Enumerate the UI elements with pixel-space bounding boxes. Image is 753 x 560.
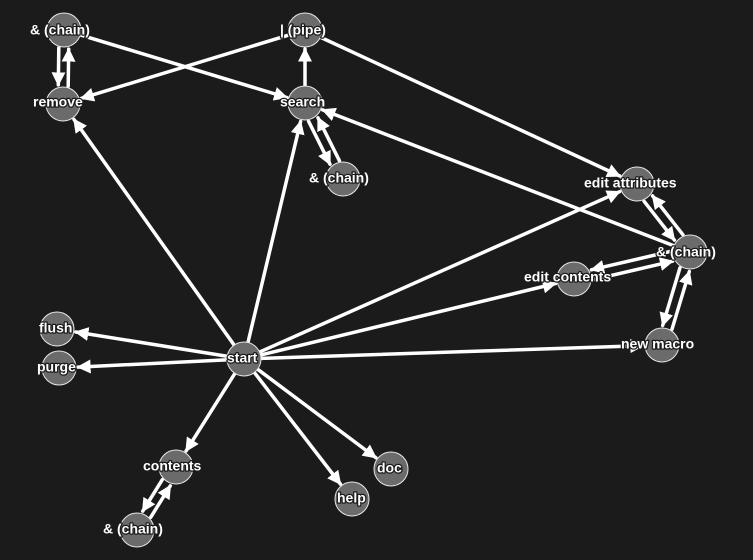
edge-start-to-purge <box>76 358 228 374</box>
node-circle[interactable] <box>287 85 323 121</box>
node-contents[interactable]: contents <box>142 449 203 485</box>
node-doc[interactable]: doc <box>373 451 409 487</box>
node-circle[interactable] <box>556 261 592 297</box>
node-flush[interactable]: flush <box>38 311 75 347</box>
edge-amp3-to-editcont <box>589 249 674 274</box>
node-circle[interactable] <box>41 350 77 386</box>
edge-amp2-to-search <box>316 116 342 163</box>
node-label: & (chain) <box>656 244 716 260</box>
node-amp4[interactable]: & (chain) <box>102 512 164 548</box>
node-label: new macro <box>621 336 694 352</box>
edge-start-to-editcont <box>259 279 558 357</box>
node-label: purge <box>37 359 76 375</box>
edge-amp3-to-editattr <box>650 194 685 237</box>
edge-remove-to-amp1 <box>61 47 76 88</box>
edge-start-to-flush <box>74 327 228 358</box>
node-label: & (chain) <box>103 521 163 537</box>
node-label: edit contents <box>524 269 611 285</box>
edge-editattr-to-amp3 <box>642 199 677 242</box>
edge-amp3-to-newmacro <box>659 266 682 328</box>
node-label: doc <box>377 460 402 476</box>
node-label: flush <box>39 320 72 336</box>
node-label: contents <box>143 458 202 474</box>
node-label: & (chain) <box>309 170 369 186</box>
nodes-layer: & (chain) | (pipe) remove search & (chain) ed… <box>29 12 717 548</box>
node-start[interactable]: start <box>226 341 262 377</box>
edge-start-to-search <box>246 119 305 344</box>
node-remove[interactable]: remove <box>32 86 84 122</box>
node-circle[interactable] <box>619 166 655 202</box>
edge-amp4-to-contents <box>148 484 173 520</box>
node-circle[interactable] <box>644 327 680 363</box>
node-circle[interactable] <box>39 311 75 347</box>
node-circle[interactable] <box>46 12 82 48</box>
node-editattr[interactable]: edit attributes <box>583 166 678 202</box>
edge-start-to-doc <box>256 368 378 460</box>
node-label: | (pipe) <box>280 22 326 38</box>
edge-editcont-to-amp3 <box>590 257 675 282</box>
edge-start-to-editattr <box>258 189 622 354</box>
node-amp2[interactable]: & (chain) <box>308 161 370 197</box>
node-circle[interactable] <box>672 234 708 270</box>
edges-layer <box>51 33 693 520</box>
node-circle[interactable] <box>373 451 409 487</box>
edge-pipe-to-editattr <box>319 35 622 178</box>
node-label: remove <box>33 94 83 110</box>
node-label: edit attributes <box>584 175 677 191</box>
node-circle[interactable] <box>119 512 155 548</box>
node-purge[interactable]: purge <box>36 350 77 386</box>
node-circle[interactable] <box>158 449 194 485</box>
node-circle[interactable] <box>325 161 361 197</box>
node-newmacro[interactable]: new macro <box>620 327 695 363</box>
node-label: help <box>337 490 366 506</box>
edge-start-to-remove <box>72 117 236 347</box>
node-circle[interactable] <box>334 481 370 517</box>
node-label: start <box>227 350 258 366</box>
edge-amp1-to-remove <box>51 46 66 87</box>
node-circle[interactable] <box>287 12 323 48</box>
node-search[interactable]: search <box>279 85 326 121</box>
node-pipe[interactable]: | (pipe) <box>279 12 327 48</box>
node-circle[interactable] <box>226 341 262 377</box>
node-amp1[interactable]: & (chain) <box>29 12 91 48</box>
node-editcont[interactable]: edit contents <box>523 261 613 297</box>
edge-start-to-newmacro <box>260 339 645 361</box>
node-label: search <box>280 94 325 110</box>
node-label: & (chain) <box>30 22 90 38</box>
node-help[interactable]: help <box>334 481 370 517</box>
edge-newmacro-to-amp3 <box>670 269 693 331</box>
edge-start-to-help <box>253 371 343 486</box>
edge-amp3-to-search <box>320 107 675 248</box>
node-circle[interactable] <box>45 86 81 122</box>
edge-search-to-amp2 <box>306 119 332 166</box>
edge-pipe-to-remove <box>79 33 290 102</box>
edge-start-to-contents <box>184 372 237 453</box>
node-amp3[interactable]: & (chain) <box>655 234 717 270</box>
